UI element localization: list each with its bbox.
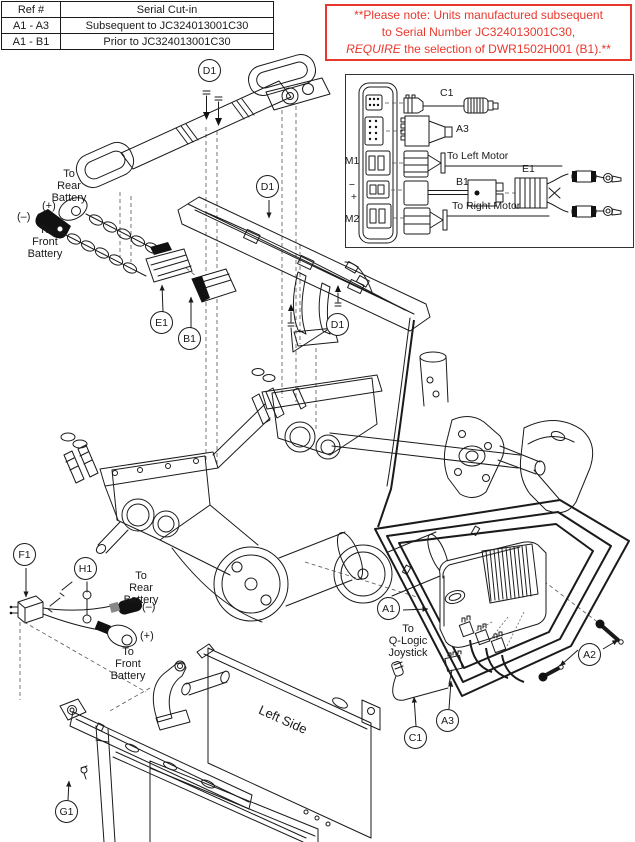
inset-label-a3: A3: [456, 123, 469, 135]
callout-a2: A2: [578, 643, 601, 666]
thick-cable-loop: [374, 317, 630, 697]
inset-label-m2: M2: [344, 213, 360, 225]
note-line-2: to Serial Number JC324013001C30,: [381, 25, 576, 39]
label-plus-lower: (+): [140, 630, 154, 642]
label-to-rear-battery-upper: To Rear Battery: [51, 168, 87, 204]
controller-plug-connectors: [458, 611, 525, 683]
inset-wiring-diagram: [345, 74, 634, 248]
note-line-1: **Please note: Units manufactured subseq…: [354, 8, 603, 22]
callout-d1-tray: D1: [256, 175, 279, 198]
label-plus-upper: (+): [42, 200, 56, 212]
cutin-header-serial: Serial Cut-in: [60, 1, 274, 18]
label-to-front-battery-lower: To Front Battery: [110, 646, 146, 682]
frame-motor-assembly: [60, 351, 594, 623]
callout-leaders: [23, 200, 619, 801]
d1-screws-frame: [287, 285, 342, 353]
label-to-front-battery-upper: To Front Battery: [27, 224, 63, 260]
callout-c1: C1: [404, 726, 427, 749]
table-row: A1 - B1 Prior to JC324013001C30: [1, 33, 274, 50]
callout-a1: A1: [377, 597, 400, 620]
callout-b1: B1: [178, 327, 201, 350]
controller-a1-drawing: [391, 541, 547, 701]
c1-a3-plug-connectors: [391, 650, 463, 701]
inset-label-to-right-motor: To Right Motor: [452, 200, 521, 212]
label-to-qlogic-joystick: To Q-Logic Joystick: [388, 623, 428, 659]
inset-label-b1: B1: [456, 176, 469, 188]
serial-note: **Please note: Units manufactured subseq…: [325, 4, 632, 61]
cutin-header-ref: Ref #: [1, 1, 61, 18]
label-to-rear-battery-lower: To Rear Battery: [123, 570, 159, 606]
callout-h1: H1: [74, 557, 97, 580]
inset-label-e1: E1: [522, 163, 535, 175]
inset-label-m1: M1: [344, 155, 360, 167]
callout-d1-frame: D1: [326, 313, 349, 336]
f1-h1-harness: [9, 581, 147, 700]
inset-label-plus: +: [350, 191, 358, 203]
battery-harness-upper: [35, 197, 237, 303]
callout-a3: A3: [436, 709, 459, 732]
serial-cutin-table: Ref # Serial Cut-in A1 - A3 Subsequent t…: [1, 1, 274, 50]
electronics-tray-drawing: [177, 196, 431, 347]
callout-g1: G1: [55, 800, 78, 823]
inset-label-to-left-motor: To Left Motor: [447, 150, 509, 162]
callout-e1: E1: [150, 311, 173, 334]
battery-box-drawing: [59, 643, 381, 842]
table-row: A1 - A3 Subsequent to JC324013001C30: [1, 17, 274, 34]
inset-label-minus: −: [348, 179, 356, 191]
inset-label-c1: C1: [440, 87, 454, 99]
d1-screws-top: [202, 90, 223, 126]
callout-f1: F1: [13, 543, 36, 566]
label-minus-lower: (–): [142, 601, 156, 613]
label-minus-upper: (–): [17, 211, 31, 223]
note-line-3: REQUIRE the selection of DWR1502H001 (B1…: [346, 42, 611, 56]
callout-d1-hardware-top: D1: [198, 59, 221, 82]
transfer-bar-drawing: [75, 54, 331, 189]
